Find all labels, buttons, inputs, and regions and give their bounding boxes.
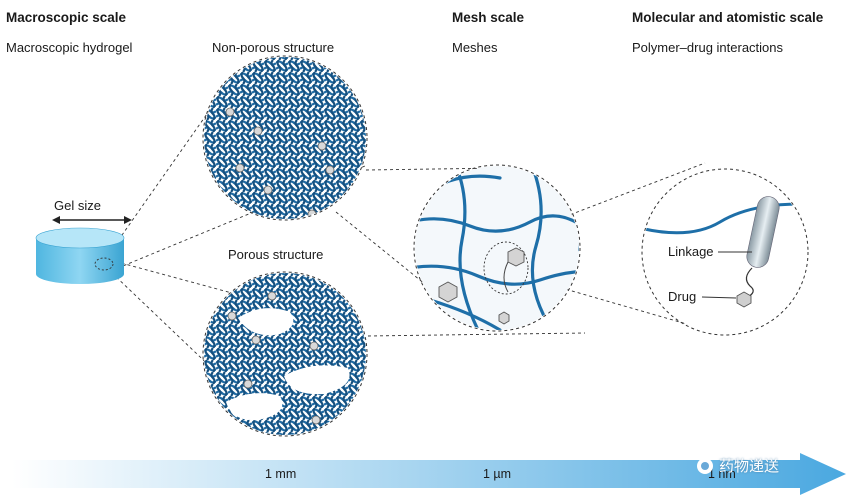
drug-label: Drug — [668, 289, 697, 304]
molecular-scale-header: Molecular and atomistic scale — [632, 10, 824, 25]
meshes-label: Meshes — [452, 40, 498, 55]
watermark: 药物递送 — [697, 455, 779, 476]
scale-bar — [12, 453, 846, 495]
macroscopic-scale-header: Macroscopic scale — [6, 10, 127, 25]
porous-network — [202, 271, 368, 437]
non-porous-network — [202, 55, 368, 221]
linkage-label: Linkage — [668, 244, 714, 259]
watermark-text: 药物递送 — [719, 458, 780, 475]
gel-size-label: Gel size — [54, 198, 101, 213]
molecular-view — [641, 168, 809, 336]
mesh-view — [413, 164, 581, 332]
non-porous-structure-label: Non-porous structure — [212, 40, 335, 55]
scale-1mm: 1 mm — [265, 467, 297, 481]
scale-1nm: 1 nm — [708, 467, 736, 481]
polymer-drug-label: Polymer–drug interactions — [632, 40, 784, 55]
zoom-lines — [107, 73, 719, 436]
hydrogel-cylinder — [35, 227, 125, 284]
scale-1um: 1 µm — [483, 467, 512, 481]
porous-structure-label: Porous structure — [228, 247, 324, 262]
gel-size-arrow — [52, 216, 132, 224]
mesh-scale-header: Mesh scale — [452, 10, 525, 25]
wechat-icon — [697, 457, 713, 474]
macroscopic-hydrogel-label: Macroscopic hydrogel — [6, 40, 133, 55]
